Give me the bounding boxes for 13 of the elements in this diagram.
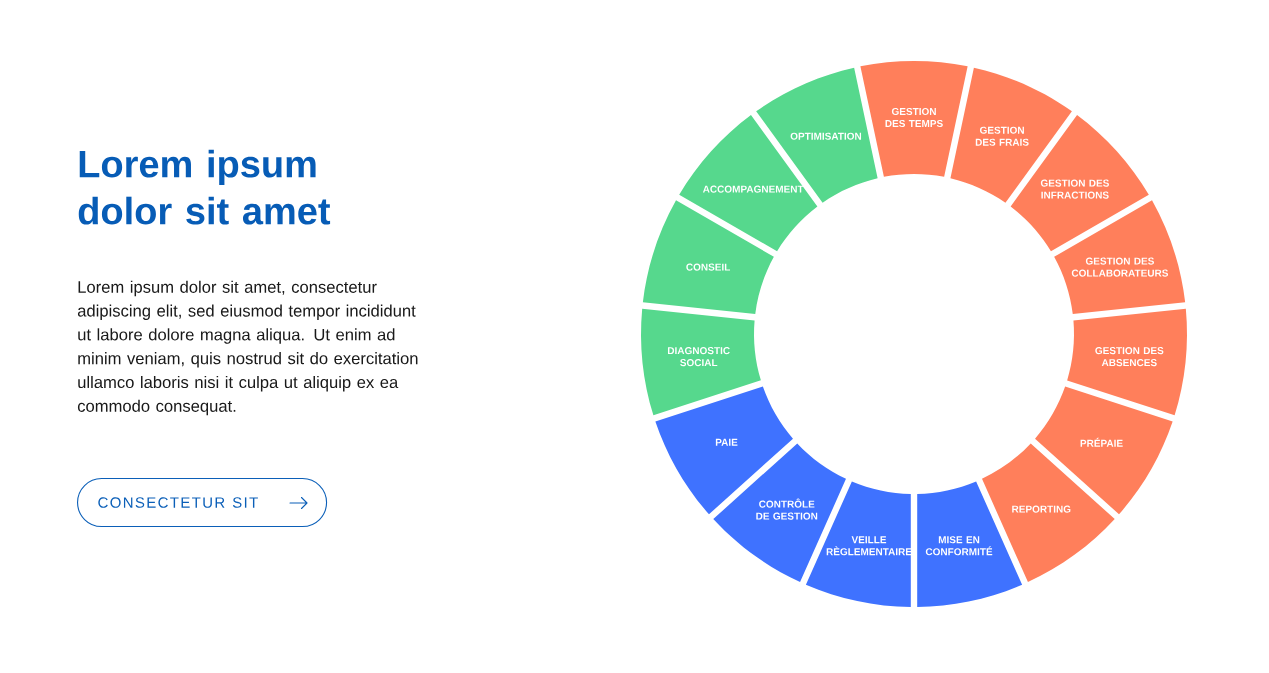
wheel-segment: CONSEIL — [642, 200, 774, 315]
wheel-segment: GESTION DES COLLABORATEURS — [1054, 200, 1186, 315]
node-label: GESTION DES COLLABORATEURS — [1071, 257, 1169, 277]
node-label: PAIE — [715, 438, 738, 446]
wheel-segment: GESTION DES TEMPS — [860, 61, 968, 177]
pill-button: CONSECTETUR SIT — [77, 478, 328, 528]
wheel-segment: DIAGNOSTIC SOCIAL — [641, 308, 761, 416]
body-text: Lorem ipsum dolor sit amet, consectetur adipiscing elit, sed eiusmod tempor incididunt ut labore dolore magna aliqua. Ut enim ad minim veniam, quis nostrud sit do exercitation ullamco laboris nisi it culpa ut aliquip ex ea commodo consequat. — [77, 280, 418, 416]
title: Lorem ipsum dolor sit amet — [78, 149, 331, 225]
node-label: GESTION DES ABSENCES — [1095, 347, 1164, 367]
node-label: GESTION DES TEMPS — [885, 107, 943, 128]
wheel-segment: GESTION DES ABSENCES — [1067, 308, 1187, 416]
node-label: CONSEIL — [686, 263, 731, 271]
